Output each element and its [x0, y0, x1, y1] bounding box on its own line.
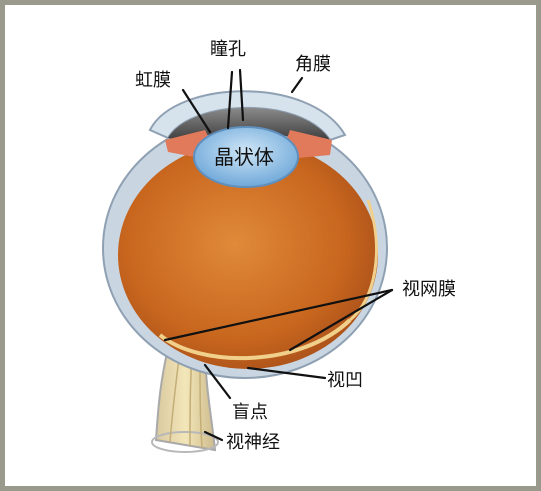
- label-optic-nerve: 视神经: [226, 432, 280, 453]
- eye-anatomy-diagram: 瞳孔 角膜 虹膜 晶状体 视网膜 视凹 盲点 视神经: [5, 5, 536, 486]
- leader-cornea: [292, 78, 302, 92]
- label-iris: 虹膜: [135, 70, 171, 91]
- label-fovea: 视凹: [327, 370, 363, 391]
- label-cornea: 角膜: [295, 54, 331, 75]
- label-lens: 晶状体: [214, 145, 274, 169]
- label-pupil: 瞳孔: [210, 39, 246, 60]
- label-blind-spot: 盲点: [232, 402, 268, 423]
- label-retina: 视网膜: [402, 279, 456, 300]
